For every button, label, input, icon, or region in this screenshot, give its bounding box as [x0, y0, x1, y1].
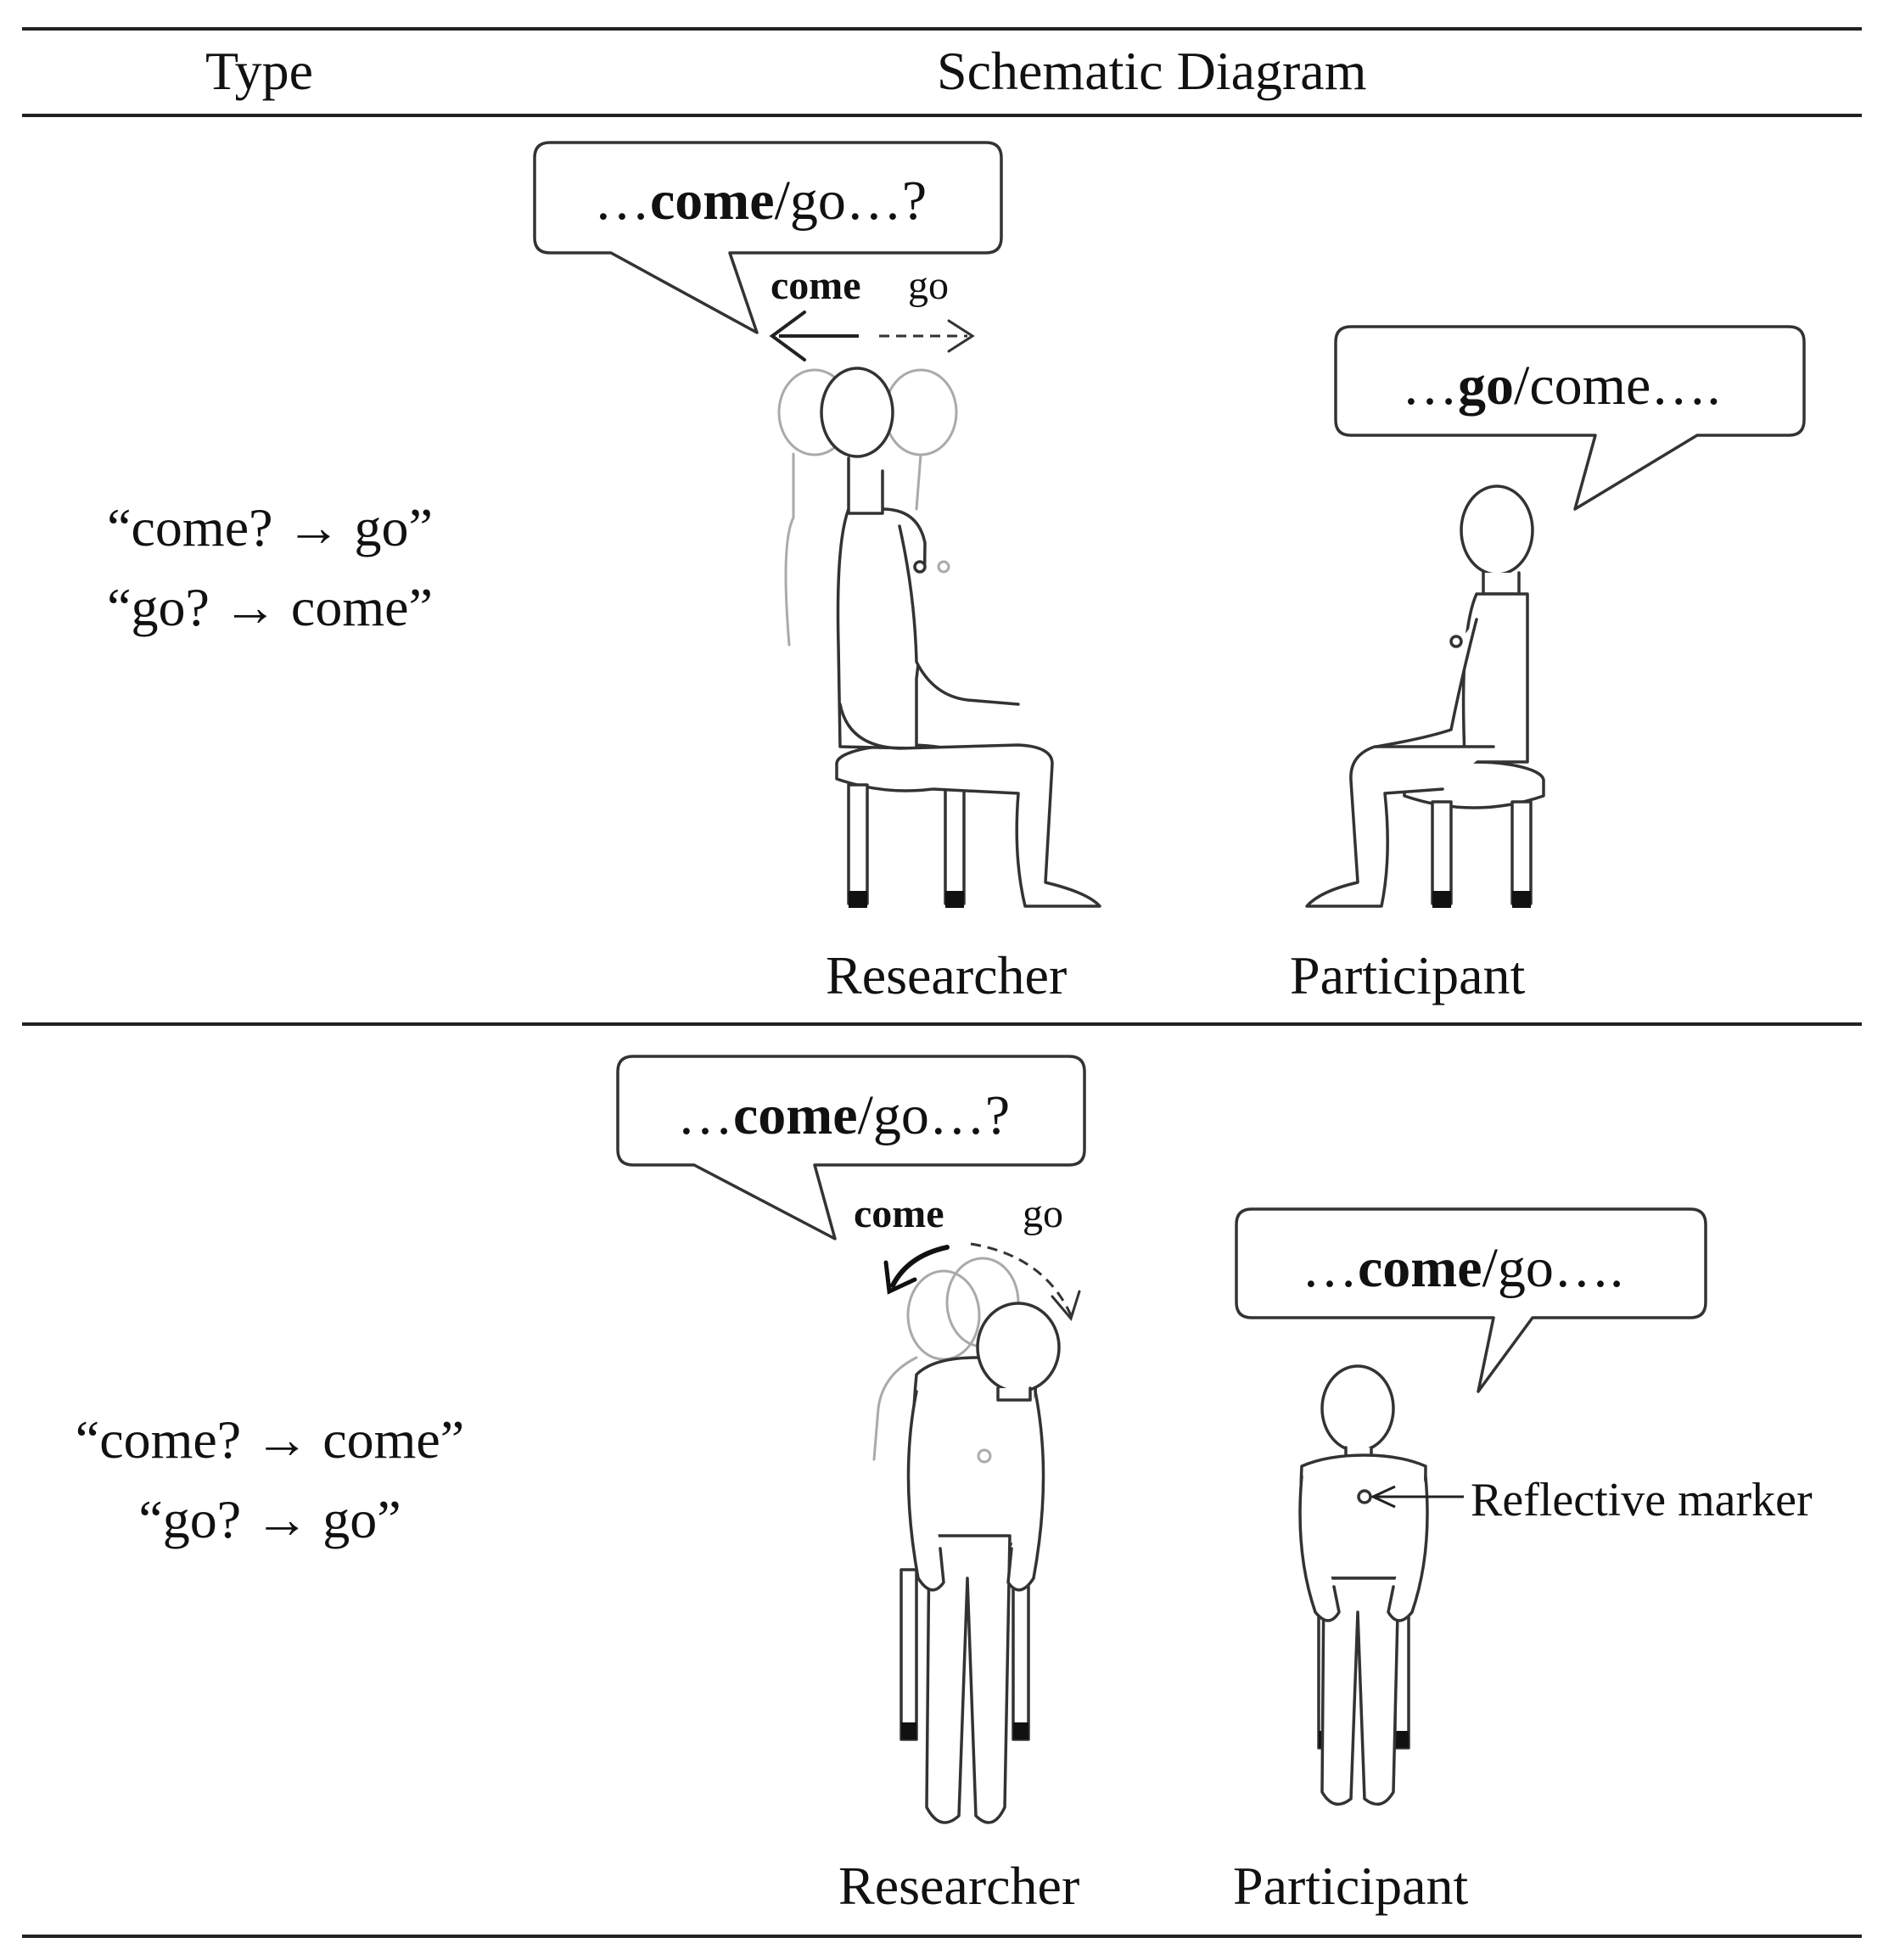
row1-type-line2: “go? → come”	[107, 577, 433, 637]
row2-come-arrow-icon	[883, 1245, 950, 1295]
row1-researcher-figure	[777, 367, 1101, 908]
row2-researcher-label: Researcher	[838, 1856, 1080, 1916]
row1-researcher-bubble-text: …come/go…?	[594, 170, 927, 232]
header-schematic-diagram: Schematic Diagram	[937, 41, 1367, 101]
row1-participant-bubble-text: …go/come….	[1402, 355, 1721, 417]
header-type: Type	[205, 41, 314, 101]
row2-participant-speech-bubble: …come/go….	[1235, 1207, 1707, 1393]
row-divider-rule	[22, 1022, 1862, 1026]
reflective-marker-dot	[1357, 1489, 1372, 1504]
row1-type-line1: “come? → go”	[107, 497, 433, 557]
row2-participant-label: Participant	[1233, 1856, 1469, 1916]
row1-come-arrow-icon	[769, 311, 859, 361]
row2-type: “come? → come” “go? → go”	[15, 1400, 524, 1560]
row2-go-arrow-icon	[970, 1242, 1081, 1322]
row1-participant-label: Participant	[1290, 945, 1526, 1005]
header-rule	[22, 114, 1862, 117]
row2-arrow-come-label: come	[854, 1191, 944, 1236]
row2-researcher-figure	[872, 1257, 1061, 1824]
row1-arrow-go-label: go	[908, 263, 949, 308]
reflective-marker-annotation: Reflective marker	[1370, 1474, 1813, 1526]
row1-researcher-speech-bubble: …come/go…?	[533, 141, 1003, 334]
row2-researcher-speech-bubble: …come/go…?	[616, 1055, 1086, 1240]
row2-researcher-bubble-text: …come/go…?	[677, 1084, 1010, 1146]
bottom-rule	[22, 1935, 1862, 1938]
row2-participant-bubble-text: …come/go….	[1302, 1237, 1623, 1299]
reflective-marker-label: Reflective marker	[1471, 1474, 1813, 1526]
top-rule	[22, 27, 1862, 31]
row2-type-line2: “go? → go”	[138, 1489, 401, 1549]
row1-go-arrow-icon	[879, 319, 975, 353]
row1-researcher-label: Researcher	[826, 945, 1068, 1005]
row2-type-line1: “come? → come”	[75, 1409, 465, 1470]
row1-type: “come? → go” “go? → come”	[15, 488, 524, 647]
row1-arrow-come-label: come	[771, 263, 861, 308]
row1-participant-speech-bubble: …go/come….	[1334, 325, 1806, 511]
row1-participant-figure	[1305, 484, 1545, 908]
row2-participant-figure	[1298, 1364, 1429, 1806]
row2-arrow-go-label: go	[1023, 1191, 1063, 1236]
